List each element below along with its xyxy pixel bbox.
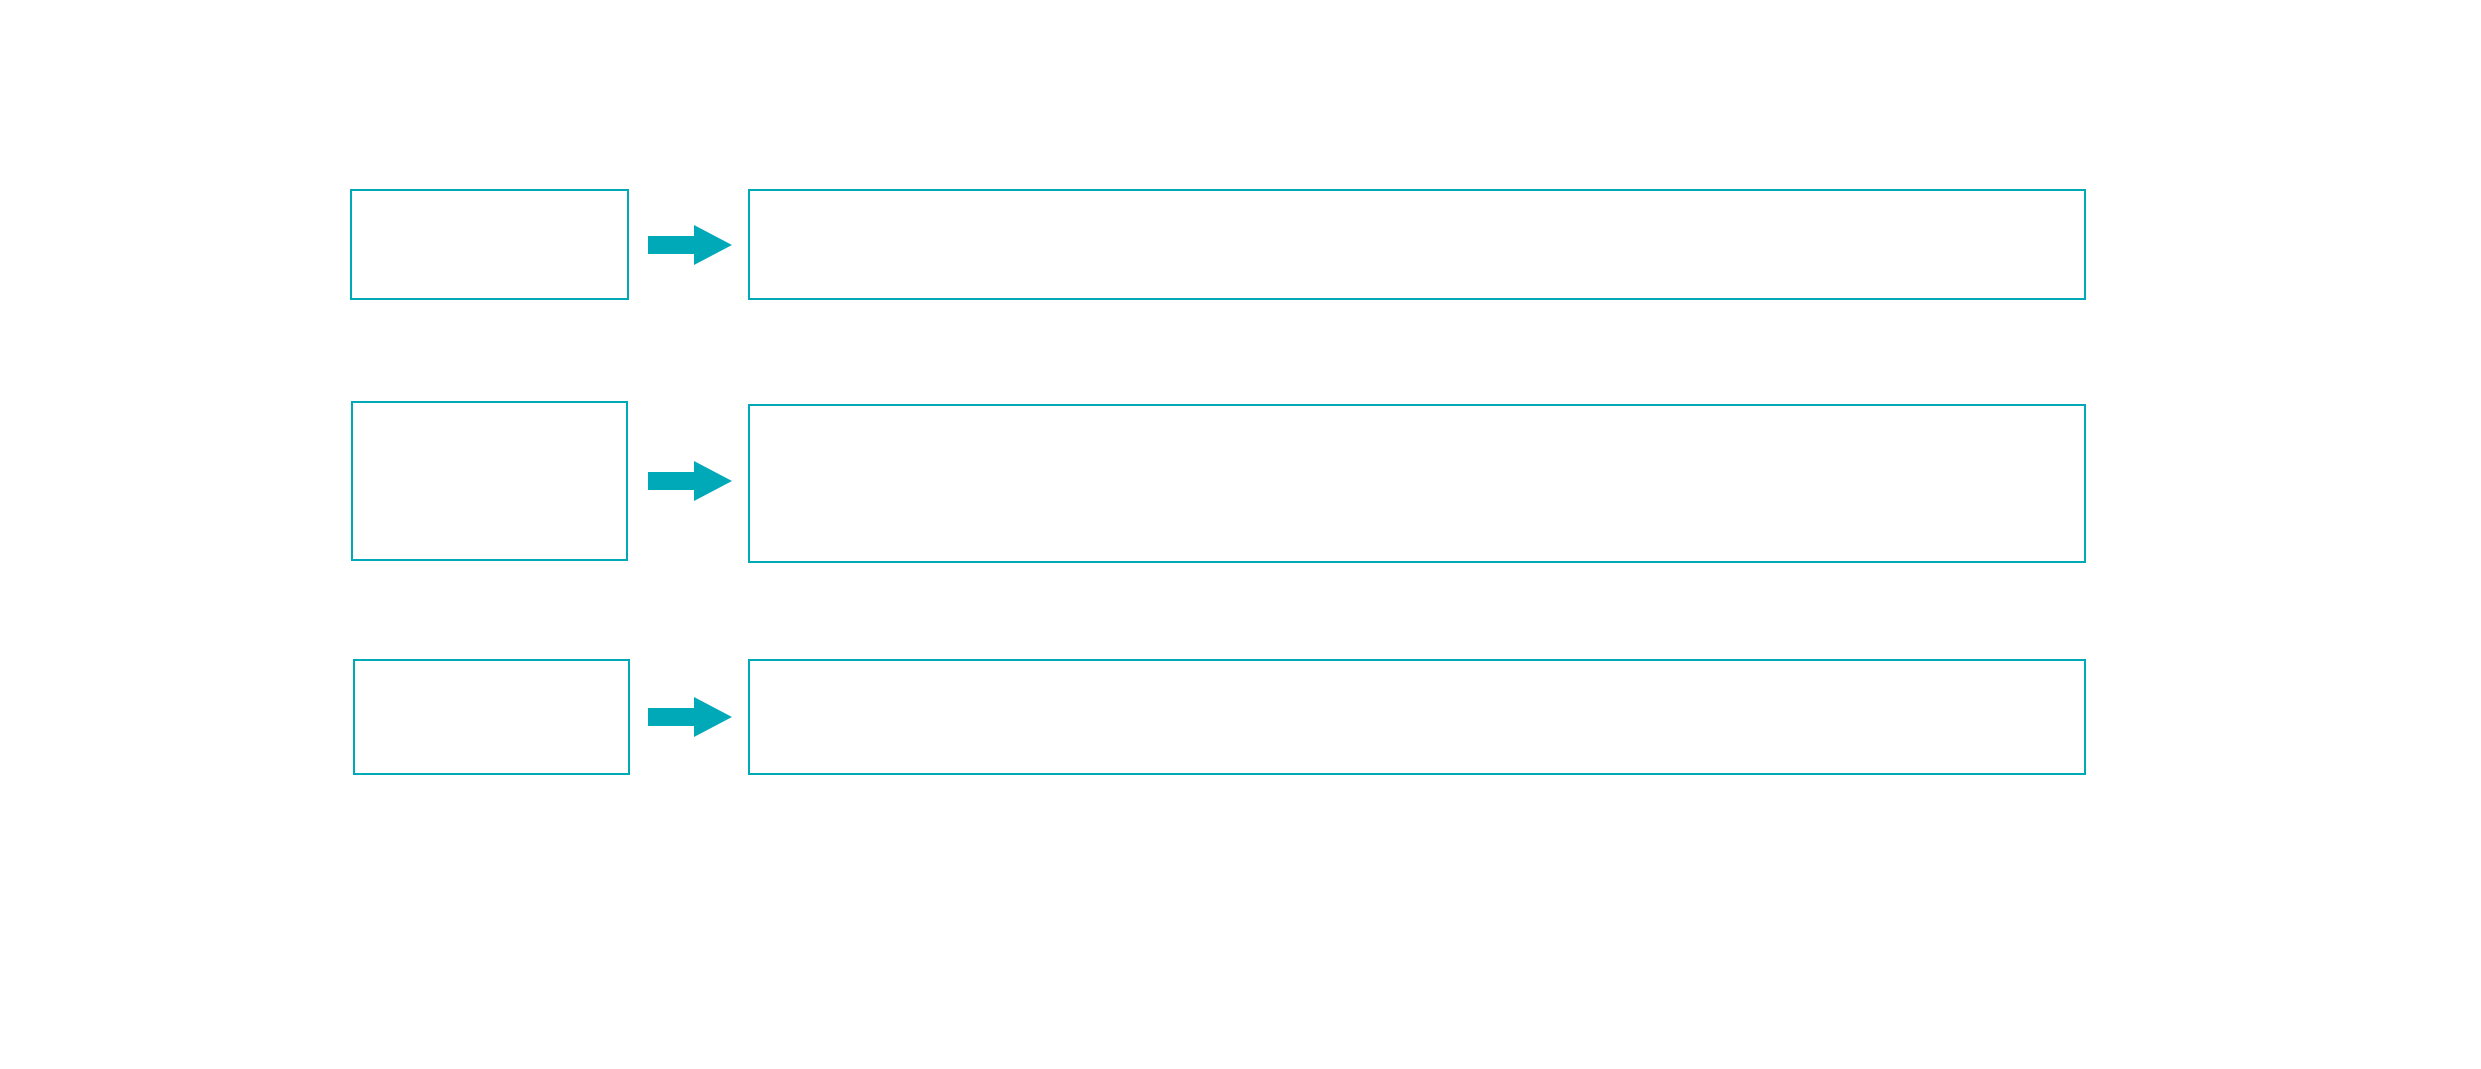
source-box-3 bbox=[353, 659, 630, 775]
arrow-right-icon bbox=[648, 695, 732, 739]
target-box-2 bbox=[748, 404, 2086, 563]
arrow-right-icon bbox=[648, 223, 732, 267]
source-box-1 bbox=[350, 189, 629, 300]
target-box-3 bbox=[748, 659, 2086, 775]
arrow-right-icon bbox=[648, 459, 732, 503]
source-box-2 bbox=[351, 401, 628, 561]
target-box-1 bbox=[748, 189, 2086, 300]
